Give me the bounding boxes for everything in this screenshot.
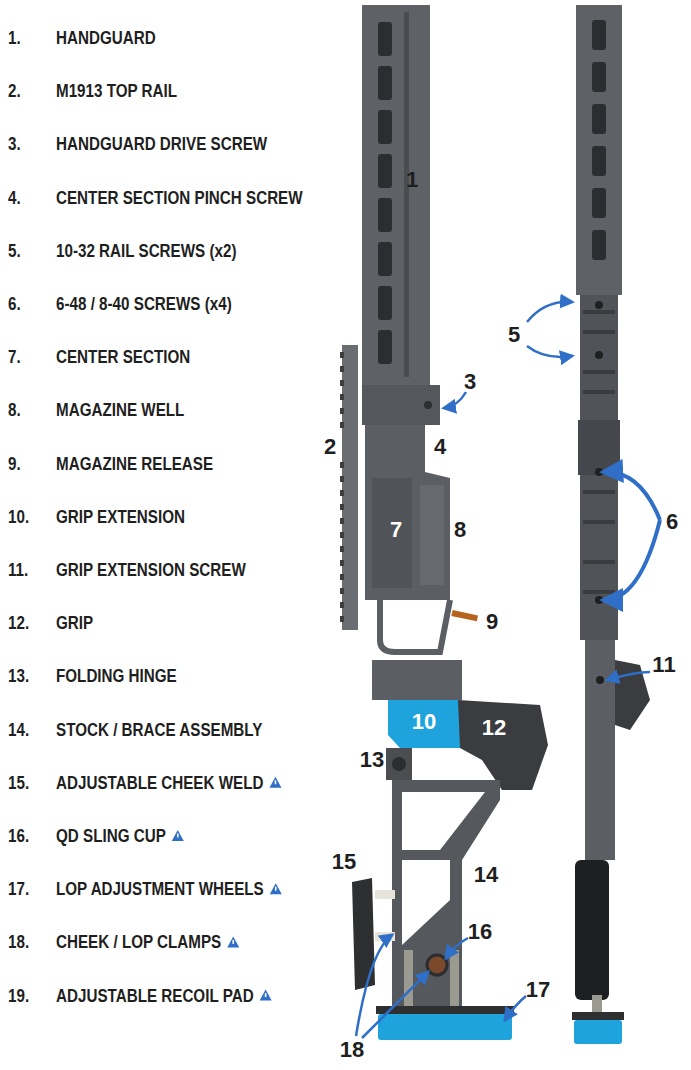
part-name: GRIP EXTENSION — [56, 506, 185, 528]
callout-number: 7 — [390, 517, 402, 543]
callout-number: 1 — [406, 167, 418, 193]
handguard — [362, 5, 440, 425]
warning-triangle — [270, 883, 282, 894]
callout-number: 2 — [324, 434, 336, 460]
part-name: STOCK / BRACE ASSEMBLY — [56, 719, 262, 741]
callout-number: 16 — [468, 919, 492, 945]
part-name: HANDGUARD — [56, 27, 156, 49]
list-number: 3. — [8, 133, 21, 155]
warning-triangle — [227, 936, 239, 947]
warning-icon — [270, 883, 282, 894]
callout-number: 10 — [412, 709, 436, 735]
part-name: 10-32 RAIL SCREWS (x2) — [56, 240, 236, 262]
chassis-top-view — [572, 5, 650, 1044]
warning-triangle — [260, 990, 272, 1001]
list-number: 15. — [8, 772, 29, 794]
list-number: 5. — [8, 240, 21, 262]
warning-triangle — [269, 777, 281, 788]
list-number: 18. — [8, 931, 29, 953]
part-name: QD SLING CUP — [56, 825, 166, 847]
part-name: MAGAZINE WELL — [56, 399, 184, 421]
warning-icon — [260, 990, 272, 1001]
leader-arrows — [356, 302, 660, 1038]
part-name: GRIP — [56, 612, 93, 634]
part-name: LOP ADJUSTMENT WHEELS — [56, 878, 264, 900]
list-number: 11. — [8, 559, 28, 581]
callout-number: 9 — [486, 609, 498, 635]
cheek-weld — [352, 878, 395, 990]
grip-extension — [388, 700, 460, 748]
warning-mark — [177, 834, 179, 838]
callout-number: 12 — [482, 715, 506, 741]
list-number: 8. — [8, 399, 21, 421]
part-name: ADJUSTABLE RECOIL PAD — [56, 985, 254, 1007]
part-name: CENTER SECTION — [56, 346, 190, 368]
callout-number: 13 — [360, 747, 384, 773]
part-name: 6-48 / 8-40 SCREWS (x4) — [56, 293, 232, 315]
list-number: 7. — [8, 346, 21, 368]
part-name: M1913 TOP RAIL — [56, 80, 177, 102]
callout-number: 18 — [340, 1037, 364, 1063]
list-number: 10. — [8, 506, 29, 528]
warning-mark — [232, 940, 234, 944]
list-number: 9. — [8, 453, 21, 475]
part-name: CHEEK / LOP CLAMPS — [56, 931, 221, 953]
top-rail — [340, 345, 358, 630]
list-number: 14. — [8, 719, 29, 741]
list-number: 16. — [8, 825, 29, 847]
callout-number: 6 — [666, 509, 678, 535]
warning-icon — [172, 830, 184, 841]
list-number: 6. — [8, 293, 21, 315]
lower-receiver — [372, 660, 462, 700]
part-name: FOLDING HINGE — [56, 665, 177, 687]
part-name: CENTER SECTION PINCH SCREW — [56, 187, 303, 209]
recoil-pad — [376, 950, 514, 1040]
warning-mark — [275, 780, 277, 784]
warning-mark — [265, 993, 267, 997]
warning-icon — [227, 936, 239, 947]
part-name: ADJUSTABLE CHEEK WELD — [56, 772, 263, 794]
warning-mark — [275, 887, 277, 891]
folding-hinge — [386, 748, 412, 780]
part-name: GRIP EXTENSION SCREW — [56, 559, 246, 581]
callout-number: 3 — [464, 369, 476, 395]
list-number: 4. — [8, 187, 21, 209]
callout-number: 15 — [332, 849, 356, 875]
list-number: 19. — [8, 985, 29, 1007]
list-number: 13. — [8, 665, 29, 687]
list-number: 2. — [8, 80, 21, 102]
warning-icon — [269, 777, 281, 788]
callout-number: 4 — [434, 434, 446, 460]
list-number: 12. — [8, 612, 29, 634]
grip — [458, 700, 548, 790]
warning-triangle — [172, 830, 184, 841]
callout-number: 17 — [526, 977, 550, 1003]
list-number: 17. — [8, 878, 29, 900]
center-section — [365, 425, 478, 652]
callout-number: 8 — [454, 517, 466, 543]
callout-number: 5 — [508, 322, 520, 348]
callout-number: 14 — [474, 862, 498, 888]
part-name: HANDGUARD DRIVE SCREW — [56, 133, 267, 155]
callout-number: 11 — [652, 652, 675, 678]
part-name: MAGAZINE RELEASE — [56, 453, 213, 475]
list-number: 1. — [8, 27, 21, 49]
